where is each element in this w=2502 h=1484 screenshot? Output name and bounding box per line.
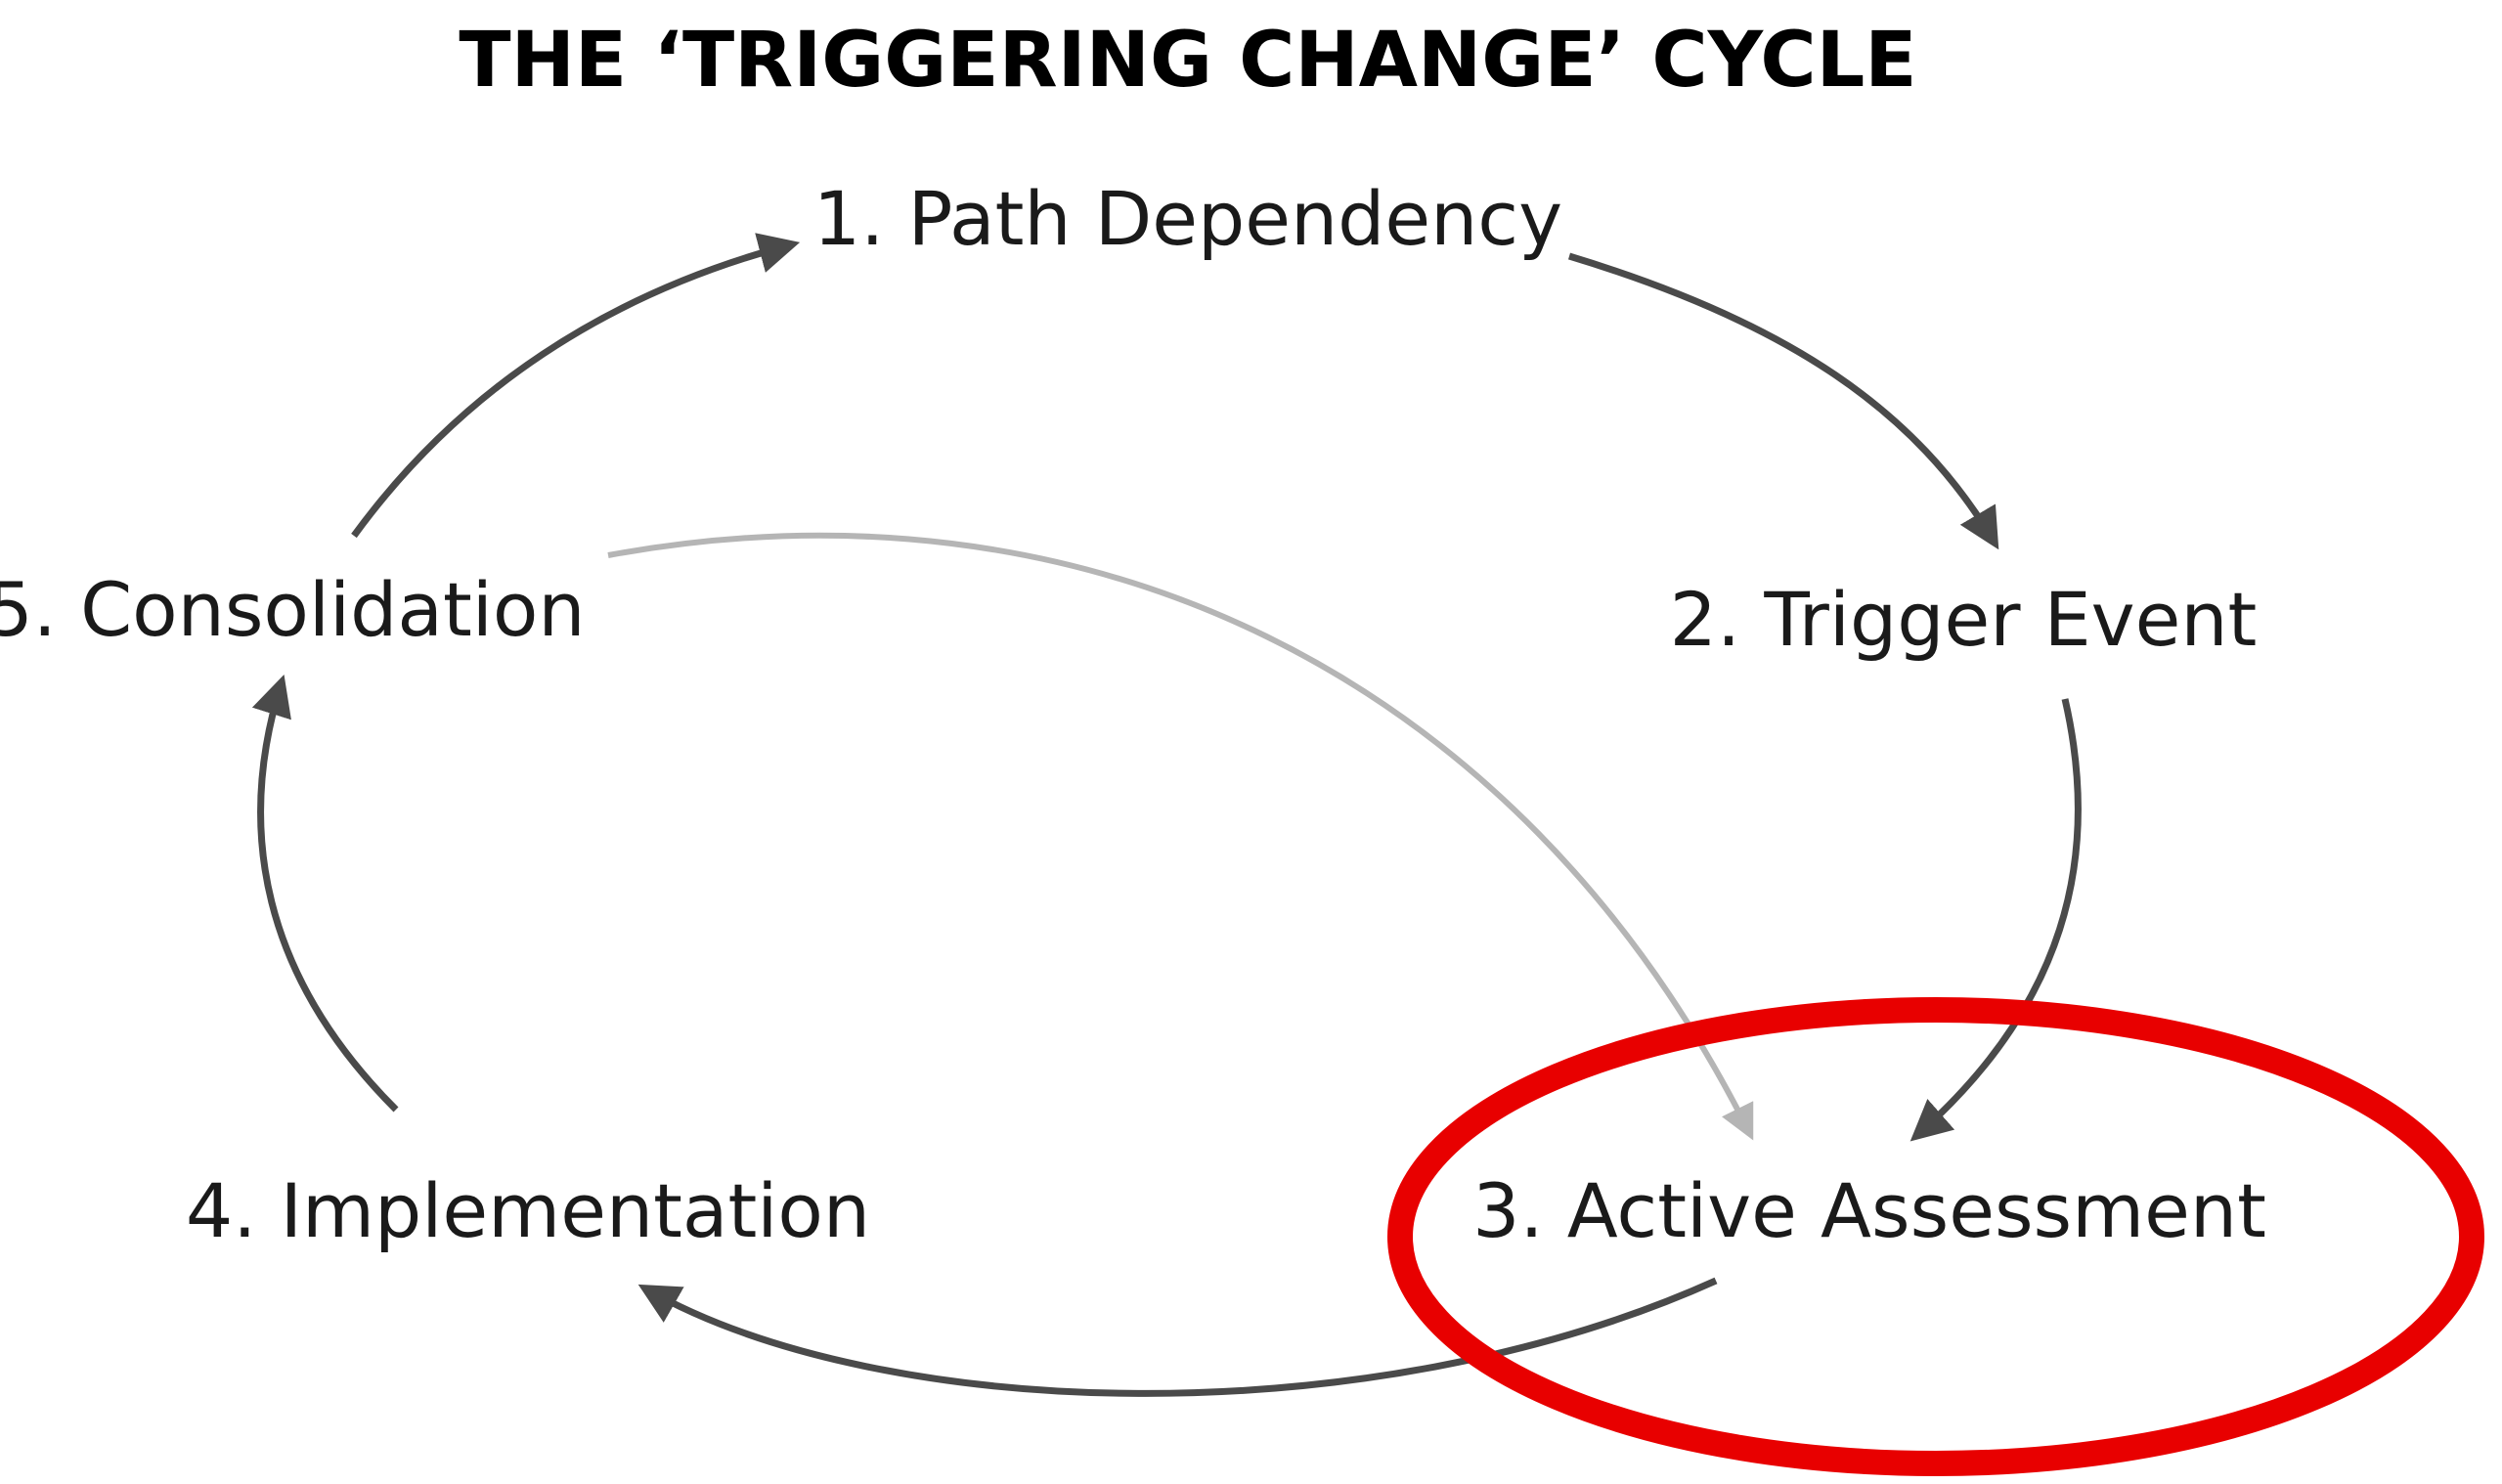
node-implementation: 4. Implementation <box>186 1167 870 1254</box>
arrow-implementation-to-consolidation <box>251 674 399 1113</box>
active-assessment-highlight-ellipse <box>1387 997 2484 1476</box>
arrow-path-dependency-to-trigger-event <box>1567 252 1999 550</box>
node-trigger-event: 2. Trigger Event <box>1670 576 2258 663</box>
arrow-consolidation-to-path-dependency <box>351 233 801 539</box>
arrow-consolidation-to-active-assessment <box>607 532 1754 1141</box>
arrow-active-assessment-to-implementation <box>637 1277 1718 1397</box>
node-consolidation: 5. Consolidation <box>0 566 586 653</box>
node-path-dependency: 1. Path Dependency <box>813 175 1562 262</box>
diagram-title: THE ‘TRIGGERING CHANGE’ CYCLE <box>459 17 1916 105</box>
node-active-assessment: 3. Active Assessment <box>1472 1167 2266 1254</box>
arrow-trigger-event-to-active-assessment <box>1909 698 2082 1142</box>
